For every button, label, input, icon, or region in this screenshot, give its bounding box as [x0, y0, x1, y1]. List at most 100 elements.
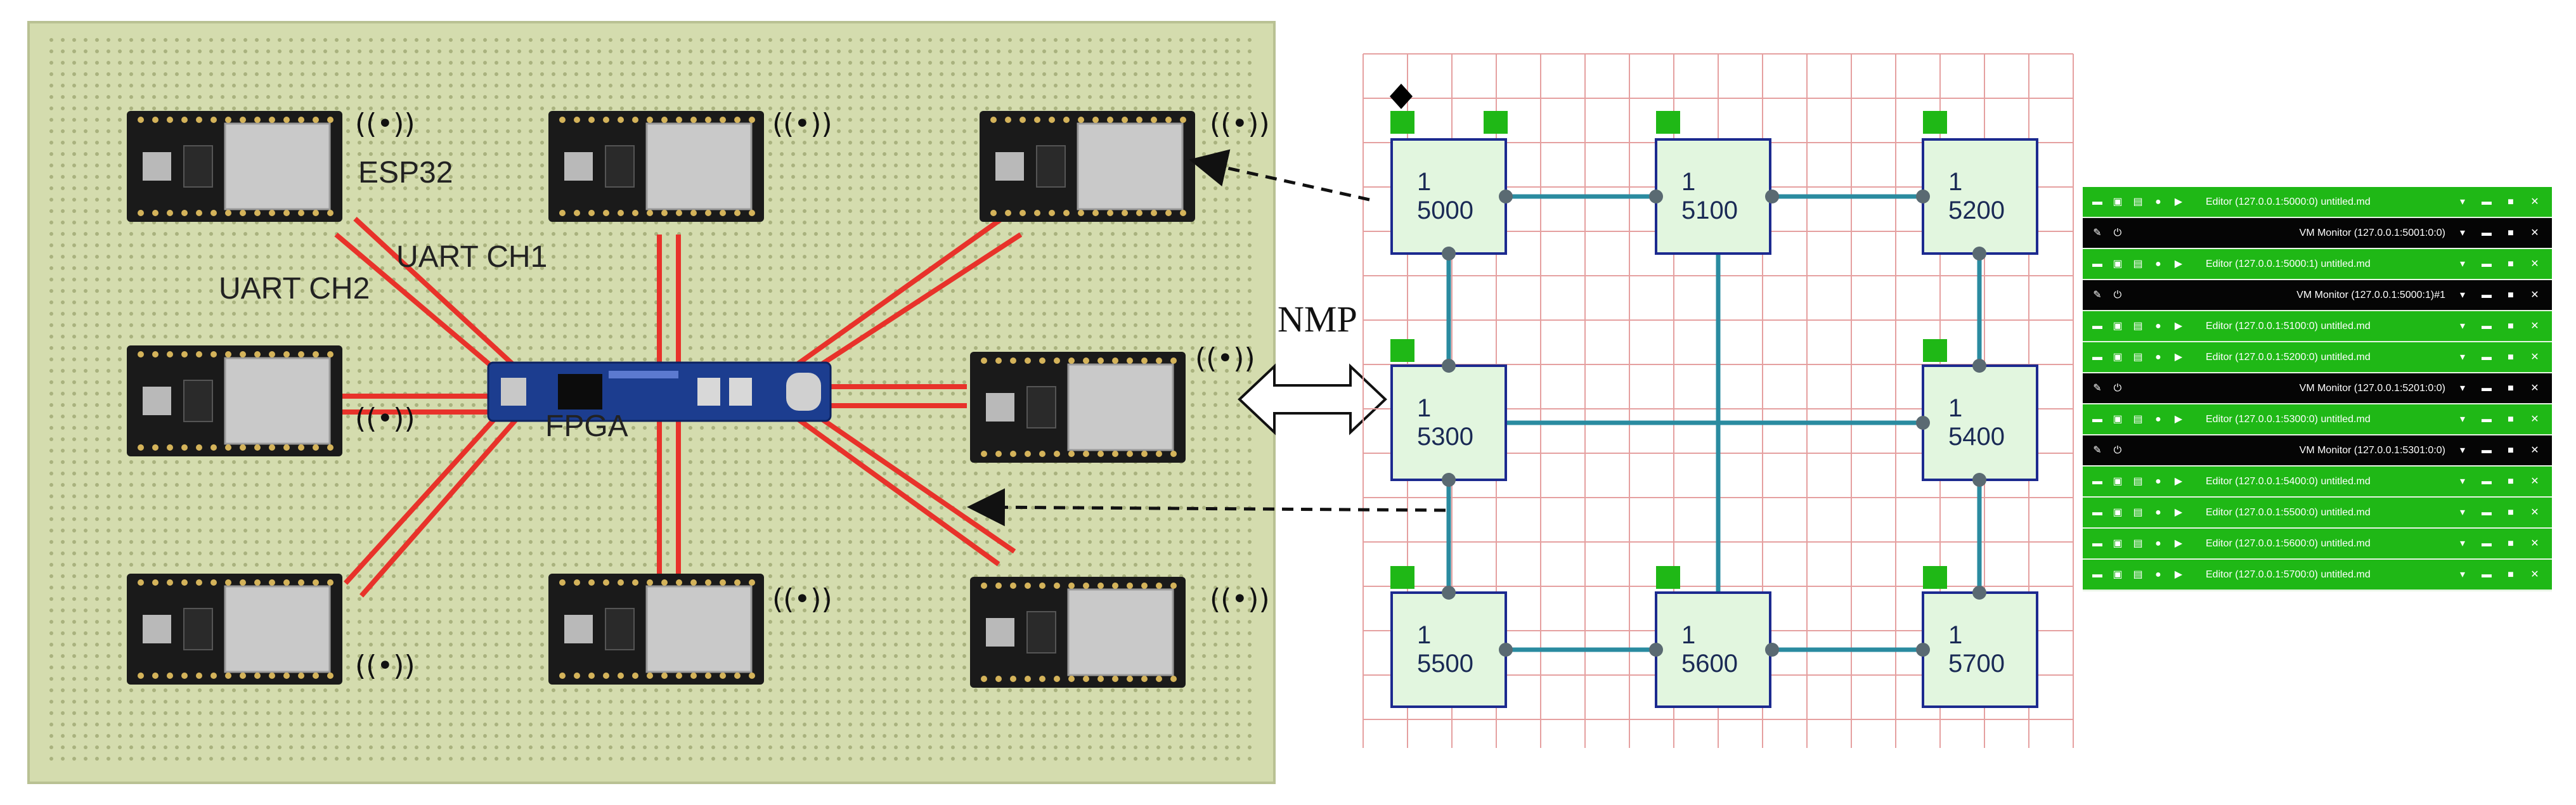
file-icon[interactable]: ▤ [2133, 258, 2143, 269]
run-icon[interactable]: ▶ [2174, 351, 2183, 363]
editor-window-bar[interactable]: ▬▣▤●▶Editor (127.0.0.1:5400:0) untitled.… [2083, 467, 2552, 498]
minimize-icon[interactable]: ▬ [2482, 227, 2492, 238]
close-icon[interactable]: ✕ [2530, 569, 2539, 580]
save-icon[interactable]: ▣ [2113, 475, 2123, 487]
maximize-icon[interactable]: ■ [2508, 227, 2514, 238]
chevron-down-icon[interactable]: ▾ [2459, 227, 2466, 238]
vm-monitor-window-bar[interactable]: ✎⏻VM Monitor (127.0.0.1:5301:0:0)▾▬■✕ [2083, 435, 2552, 467]
user-icon[interactable]: ● [2155, 506, 2161, 518]
maximize-icon[interactable]: ■ [2508, 382, 2514, 394]
file-icon[interactable]: ▤ [2133, 538, 2143, 549]
maximize-icon[interactable]: ■ [2508, 196, 2514, 207]
minimize-icon[interactable]: ▬ [2482, 320, 2492, 332]
close-icon[interactable]: ✕ [2530, 320, 2539, 332]
save-icon[interactable]: ▣ [2113, 351, 2123, 363]
user-icon[interactable]: ● [2155, 569, 2161, 580]
chevron-down-icon[interactable]: ▾ [2459, 382, 2466, 394]
maximize-icon[interactable]: ■ [2508, 320, 2514, 332]
edit-icon[interactable]: ✎ [2093, 382, 2102, 394]
chevron-down-icon[interactable]: ▾ [2459, 258, 2466, 269]
user-icon[interactable]: ● [2155, 320, 2161, 332]
minimize-icon[interactable]: ▬ [2482, 538, 2492, 549]
user-icon[interactable]: ● [2155, 351, 2161, 363]
file-icon[interactable]: ▤ [2133, 320, 2143, 332]
minimize-icon[interactable]: ▬ [2482, 382, 2492, 394]
maximize-icon[interactable]: ■ [2508, 351, 2514, 363]
user-icon[interactable]: ● [2155, 475, 2161, 487]
folder-open-icon[interactable]: ▬ [2092, 258, 2102, 269]
editor-window-bar[interactable]: ▬▣▤●▶Editor (127.0.0.1:5700:0) untitled.… [2083, 560, 2552, 591]
chevron-down-icon[interactable]: ▾ [2459, 351, 2466, 363]
chevron-down-icon[interactable]: ▾ [2459, 506, 2466, 518]
chevron-down-icon[interactable]: ▾ [2459, 196, 2466, 207]
close-icon[interactable]: ✕ [2530, 227, 2539, 238]
maximize-icon[interactable]: ■ [2508, 475, 2514, 487]
run-icon[interactable]: ▶ [2174, 413, 2183, 425]
maximize-icon[interactable]: ■ [2508, 444, 2514, 456]
power-icon[interactable]: ⏻ [2113, 444, 2122, 456]
run-icon[interactable]: ▶ [2174, 320, 2183, 332]
save-icon[interactable]: ▣ [2113, 569, 2123, 580]
close-icon[interactable]: ✕ [2530, 413, 2539, 425]
minimize-icon[interactable]: ▬ [2482, 506, 2492, 518]
edit-icon[interactable]: ✎ [2093, 444, 2102, 456]
minimize-icon[interactable]: ▬ [2482, 289, 2492, 300]
power-icon[interactable]: ⏻ [2113, 382, 2122, 394]
vm-monitor-window-bar[interactable]: ✎⏻VM Monitor (127.0.0.1:5201:0:0)▾▬■✕ [2083, 373, 2552, 405]
run-icon[interactable]: ▶ [2174, 475, 2183, 487]
minimize-icon[interactable]: ▬ [2482, 258, 2492, 269]
edit-icon[interactable]: ✎ [2093, 289, 2102, 300]
folder-open-icon[interactable]: ▬ [2092, 506, 2102, 518]
file-icon[interactable]: ▤ [2133, 475, 2143, 487]
user-icon[interactable]: ● [2155, 538, 2161, 549]
vm-monitor-window-bar[interactable]: ✎⏻VM Monitor (127.0.0.1:5001:0:0)▾▬■✕ [2083, 218, 2552, 250]
editor-window-bar[interactable]: ▬▣▤●▶Editor (127.0.0.1:5300:0) untitled.… [2083, 404, 2552, 436]
maximize-icon[interactable]: ■ [2508, 506, 2514, 518]
folder-open-icon[interactable]: ▬ [2092, 320, 2102, 332]
save-icon[interactable]: ▣ [2113, 196, 2123, 207]
minimize-icon[interactable]: ▬ [2482, 351, 2492, 363]
chevron-down-icon[interactable]: ▾ [2459, 475, 2466, 487]
run-icon[interactable]: ▶ [2174, 258, 2183, 269]
save-icon[interactable]: ▣ [2113, 506, 2123, 518]
run-icon[interactable]: ▶ [2174, 538, 2183, 549]
maximize-icon[interactable]: ■ [2508, 289, 2514, 300]
close-icon[interactable]: ✕ [2530, 258, 2539, 269]
chevron-down-icon[interactable]: ▾ [2459, 289, 2466, 300]
maximize-icon[interactable]: ■ [2508, 538, 2514, 549]
chevron-down-icon[interactable]: ▾ [2459, 413, 2466, 425]
user-icon[interactable]: ● [2155, 413, 2161, 425]
save-icon[interactable]: ▣ [2113, 413, 2123, 425]
close-icon[interactable]: ✕ [2530, 289, 2539, 300]
run-icon[interactable]: ▶ [2174, 506, 2183, 518]
minimize-icon[interactable]: ▬ [2482, 444, 2492, 456]
folder-open-icon[interactable]: ▬ [2092, 351, 2102, 363]
file-icon[interactable]: ▤ [2133, 351, 2143, 363]
editor-window-bar[interactable]: ▬▣▤●▶Editor (127.0.0.1:5000:1) untitled.… [2083, 249, 2552, 281]
user-icon[interactable]: ● [2155, 196, 2161, 207]
close-icon[interactable]: ✕ [2530, 444, 2539, 456]
chevron-down-icon[interactable]: ▾ [2459, 320, 2466, 332]
folder-open-icon[interactable]: ▬ [2092, 538, 2102, 549]
minimize-icon[interactable]: ▬ [2482, 569, 2492, 580]
folder-open-icon[interactable]: ▬ [2092, 475, 2102, 487]
editor-window-bar[interactable]: ▬▣▤●▶Editor (127.0.0.1:5100:0) untitled.… [2083, 311, 2552, 343]
save-icon[interactable]: ▣ [2113, 538, 2123, 549]
file-icon[interactable]: ▤ [2133, 196, 2143, 207]
maximize-icon[interactable]: ■ [2508, 258, 2514, 269]
folder-open-icon[interactable]: ▬ [2092, 569, 2102, 580]
vm-monitor-window-bar[interactable]: ✎⏻VM Monitor (127.0.0.1:5000:1)#1▾▬■✕ [2083, 280, 2552, 312]
file-icon[interactable]: ▤ [2133, 413, 2143, 425]
editor-window-bar[interactable]: ▬▣▤●▶Editor (127.0.0.1:5200:0) untitled.… [2083, 342, 2552, 374]
editor-window-bar[interactable]: ▬▣▤●▶Editor (127.0.0.1:5600:0) untitled.… [2083, 529, 2552, 560]
maximize-icon[interactable]: ■ [2508, 569, 2514, 580]
minimize-icon[interactable]: ▬ [2482, 475, 2492, 487]
save-icon[interactable]: ▣ [2113, 258, 2123, 269]
user-icon[interactable]: ● [2155, 258, 2161, 269]
power-icon[interactable]: ⏻ [2113, 227, 2122, 238]
